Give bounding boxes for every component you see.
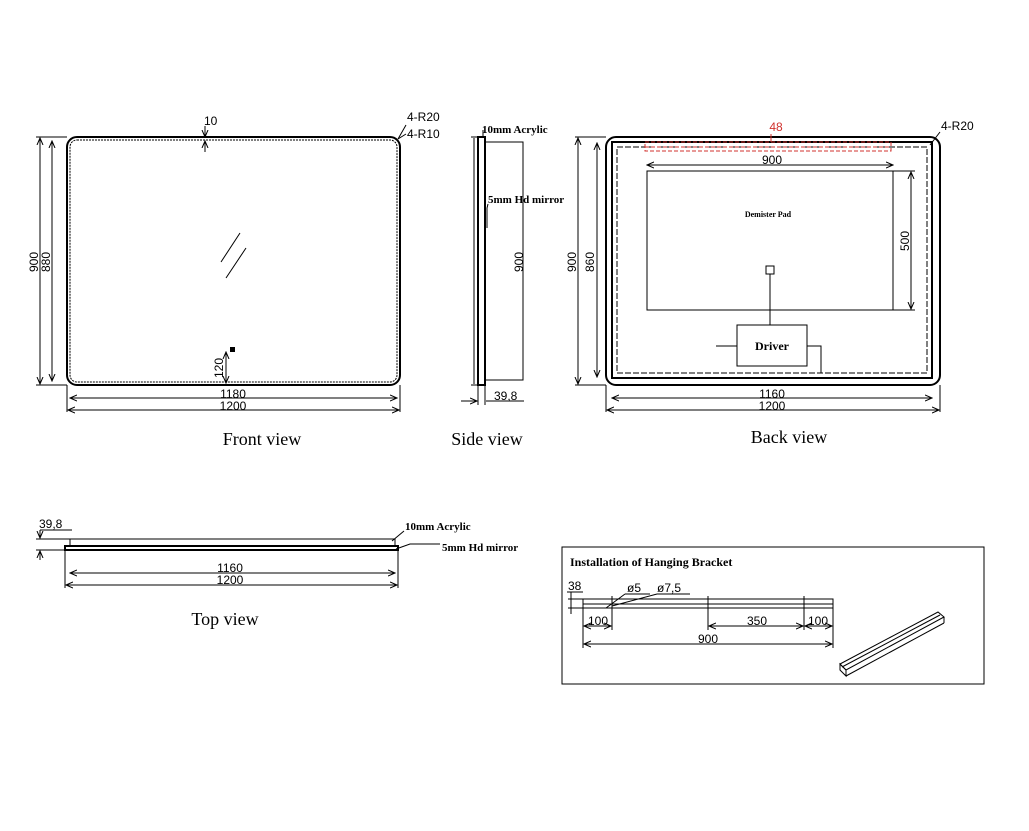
front-width-outer-label: 1200 [220,399,247,413]
side-mirror-leader [486,203,489,228]
hole-small-label: ø5 [627,581,641,595]
side-depth-label: 39,8 [494,389,518,403]
back-height-outer-label: 900 [565,252,579,272]
bracket-title: Installation of Hanging Bracket [570,555,732,569]
top-acrylic-label: 10mm Acrylic [405,521,471,533]
top-depth-label: 39,8 [39,517,63,531]
side-view-title: Side view [451,429,523,449]
driver-label: Driver [755,339,790,353]
switch-offset-label: 120 [212,358,226,378]
bracket-height-label: 38 [568,579,582,593]
front-height-outer-label: 900 [27,252,41,272]
back-view-title: Back view [751,427,827,447]
top-mirror-leader [395,543,440,550]
front-radius-inner-label: 4-R10 [407,127,440,141]
back-view: 48 Demister Pad 900 500 Driver 4-R20 900… [565,119,974,447]
bracket-edge-left-label: 100 [588,614,608,628]
front-height-inner-label: 880 [39,252,53,272]
top-acrylic-leader [391,530,405,542]
front-radius-leader [397,124,407,140]
front-glare-1 [220,232,241,263]
demister-pad-label: Demister Pad [745,210,792,219]
touch-switch-icon [230,347,235,352]
top-view-title: Top view [191,609,258,629]
side-mirror [484,141,524,381]
back-outer [605,136,941,386]
top-mirror [69,538,396,547]
bracket-edge-right-label: 100 [808,614,828,628]
hole-small-leader [605,593,626,609]
top-view: 39,8 10mm Acrylic 5mm Hd mirror 1160 120… [36,517,518,629]
top-width-outer-label: 1200 [217,573,244,587]
front-glare-2 [225,247,247,279]
back-width-inner-label: 1160 [759,387,785,401]
bracket-perspective-icon [839,611,945,678]
bracket-panel-frame [561,546,985,685]
back-radius-label: 4-R20 [941,119,974,133]
top-mirror-label: 5mm Hd mirror [442,542,518,554]
front-width-inner-label: 1180 [220,387,246,401]
back-radius-leader [929,131,941,146]
hole-large-label: ø7,5 [657,581,681,595]
back-width-outer-label: 1200 [759,399,786,413]
side-mirror-label: 5mm Hd mirror [488,194,564,206]
led-strip-label: 48 [769,120,783,134]
side-acrylic-label: 10mm Acrylic [482,124,548,136]
driver-wire-right [807,345,822,373]
front-radius-outer-label: 4-R20 [407,110,440,124]
top-acrylic [64,545,399,551]
back-height-inner-label: 860 [583,252,597,272]
bracket-panel: Installation of Hanging Bracket 38 ø5 ø7… [561,546,985,685]
front-mirror-outer [66,136,401,386]
pad-width-label: 900 [762,153,782,167]
side-view: 900 10mm Acrylic 5mm Hd mirror 39,8 Side… [451,124,564,449]
back-switch-icon [765,265,775,275]
side-height-label: 900 [512,252,526,272]
top-width-inner-label: 1160 [217,561,243,575]
front-mirror-inner [69,139,398,383]
bracket-length-label: 900 [698,632,718,646]
front-view-title: Front view [223,429,302,449]
pad-height-label: 500 [898,231,912,251]
bracket-spacing-label: 350 [747,614,767,628]
front-top-gap-label: 10 [204,114,218,128]
front-radius-leader-2 [397,133,407,140]
hole-large-leader [611,593,658,607]
front-view: 10 4-R20 4-R10 900 880 120 1180 1200 Fro… [27,110,440,449]
side-acrylic [477,136,486,386]
